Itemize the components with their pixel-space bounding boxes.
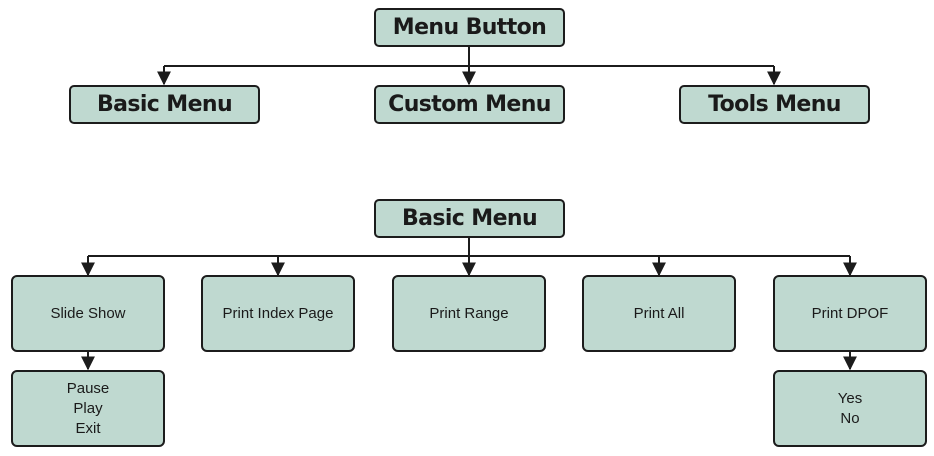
menu-button-label: Menu Button (392, 15, 547, 40)
slide-show-label: Slide Show (50, 305, 126, 322)
menu-button-node: Menu Button (374, 8, 565, 47)
basic-menu-label: Basic Menu (96, 92, 233, 117)
print-all-node: Print All (582, 275, 736, 352)
print-dpof-node: Print DPOF (773, 275, 927, 352)
print-all-label: Print All (633, 305, 685, 322)
tools-menu-label: Tools Menu (708, 92, 841, 117)
print-index-page-node: Print Index Page (201, 275, 355, 352)
print-range-node: Print Range (392, 275, 546, 352)
option-yes: Yes (837, 389, 863, 407)
print-index-page-label: Print Index Page (222, 305, 334, 322)
slide-show-options-node: Pause Play Exit (11, 370, 165, 447)
slide-show-node: Slide Show (11, 275, 165, 352)
basic-menu-root-label: Basic Menu (401, 206, 538, 231)
basic-menu-node: Basic Menu (69, 85, 260, 124)
basic-menu-root-node: Basic Menu (374, 199, 565, 238)
print-dpof-options-node: Yes No (773, 370, 927, 447)
custom-menu-label: Custom Menu (388, 92, 551, 117)
option-play: Play (73, 399, 103, 417)
custom-menu-node: Custom Menu (374, 85, 565, 124)
print-range-label: Print Range (429, 305, 509, 322)
option-no: No (840, 409, 860, 427)
option-exit: Exit (75, 419, 101, 437)
tools-menu-node: Tools Menu (679, 85, 870, 124)
print-dpof-label: Print DPOF (811, 305, 889, 322)
option-pause: Pause (66, 379, 110, 397)
